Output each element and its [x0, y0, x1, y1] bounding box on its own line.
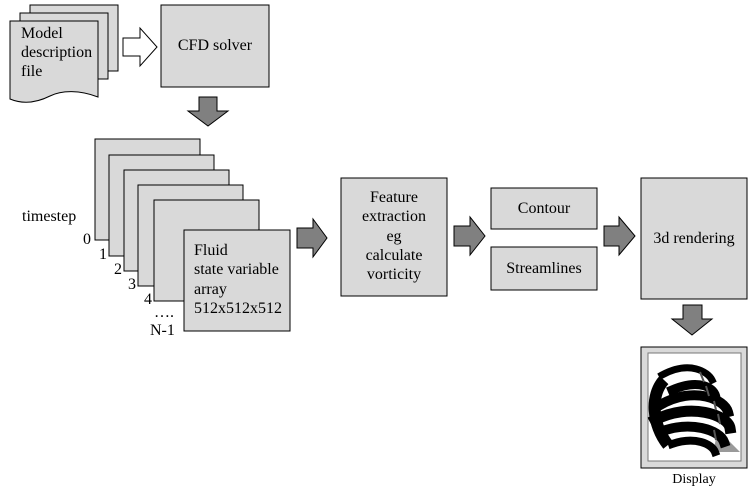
feature-extraction-box [340, 177, 448, 297]
arrow-to-display [670, 304, 714, 336]
fluid-array-label-line-3: array [194, 281, 227, 298]
contour-label: Contour [517, 200, 571, 217]
fluid-array-label-line-2: state variable [194, 261, 279, 278]
vortex-render-image [647, 364, 740, 458]
timestep-index-0: 0 [83, 231, 91, 248]
feature-extraction-line-5: vorticity [366, 266, 422, 283]
rendering-box [640, 177, 748, 300]
display-label: Display [672, 472, 716, 487]
timestep-index-2: 2 [114, 261, 122, 278]
feature-extraction-line-1: Feature [370, 189, 418, 206]
feature-extraction-line-3: eg [386, 228, 402, 245]
timestep-index-4: 4 [144, 291, 152, 308]
streamlines-label: Streamlines [506, 260, 582, 277]
model-file-stack [9, 4, 119, 103]
arrow-to-feature [296, 217, 328, 259]
feature-extraction-line-2: extraction [362, 208, 426, 225]
model-file-label-line-1: Model [21, 25, 63, 42]
arrow-file-to-solver [122, 26, 158, 68]
timestep-index-n-1: N-1 [150, 322, 175, 339]
fluid-array-label-line-4: 512x512x512 [194, 300, 282, 317]
timestep-stack [94, 138, 291, 332]
arrow-solver-down [186, 96, 230, 127]
timestep-frame-n1 [183, 229, 291, 332]
fluid-array-label-line-1: Fluid [194, 242, 228, 259]
cfd-solver-box [160, 4, 270, 88]
model-file-label-line-3: file [21, 63, 43, 80]
cfd-solver-label: CFD solver [177, 37, 253, 54]
feature-extraction-line-4: calculate [365, 247, 423, 264]
arrow-to-rendering [603, 215, 636, 257]
rendering-label: 3d rendering [653, 230, 735, 247]
display-screen [640, 346, 748, 469]
timestep-index-3: 3 [128, 276, 136, 293]
arrow-to-analysis [453, 215, 486, 257]
streamlines-box [490, 246, 598, 291]
contour-box [490, 187, 598, 230]
timestep-label: timestep [22, 208, 77, 225]
timestep-index-ellipsis: …. [154, 304, 174, 321]
model-file-page-front [9, 20, 99, 103]
timestep-index-1: 1 [99, 246, 107, 263]
model-file-label-line-2: description [21, 44, 93, 61]
